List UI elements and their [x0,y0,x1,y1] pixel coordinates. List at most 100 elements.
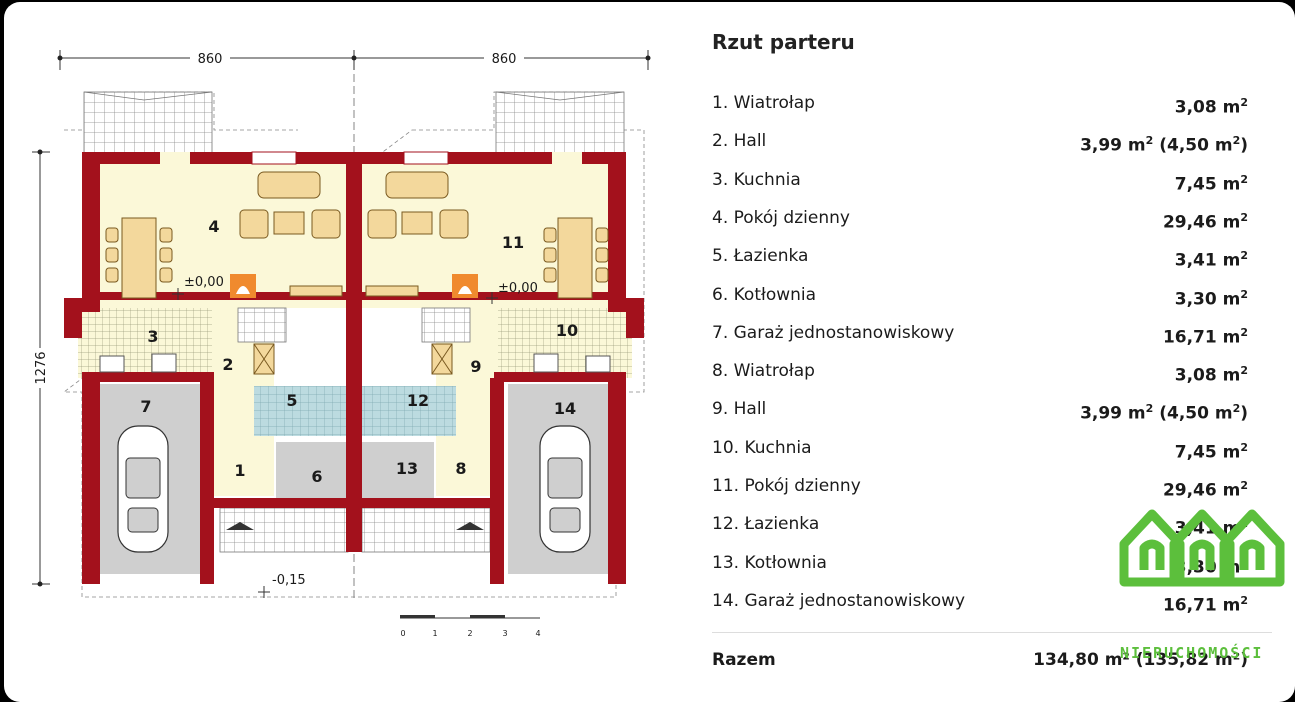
room-row: 6. Kotłownia 3,30 m2 [712,276,1252,314]
house-logo-icon [1119,509,1285,587]
room-area: 3,08 m2 [1175,352,1248,395]
room-area-unit-exponent: 2 [1240,440,1248,454]
room-area: 3,30 m2 [1175,276,1248,319]
room-row: 5. Łazienka 3,41 m2 [712,237,1252,275]
room-row: 3. Kuchnia 7,45 m2 [712,161,1252,199]
room-area-extra-end: ) [1240,135,1248,156]
car-left-icon [117,425,169,553]
room-number: 7 [140,397,151,416]
room-area-extra: (4,50 m [1153,135,1233,156]
level-outside: -0,15 [272,573,306,588]
room-area-value: 3,30 m [1174,289,1241,310]
dimension-left: 860 [198,52,223,67]
room-name: 6. Kotłownia [712,284,817,305]
room-area: 3,99 m2 (4,50 m2) [1080,390,1248,433]
room-row: 7. Garaż jednostanowiskowy 16,71 m2 [712,314,1252,352]
room-name: 4. Pokój dzienny [712,207,850,228]
divider [712,632,1272,633]
scale-label: 4 [535,629,540,638]
room-area-unit-exponent: 2 [1240,287,1248,301]
kitchen-right [498,308,632,378]
room-name: 9. Hall [712,399,767,420]
furniture [105,171,609,299]
room-area-extra-end: ) [1240,404,1248,425]
room-number: 2 [222,355,233,374]
room-area-unit-exponent: 2 [1240,172,1248,186]
room-area-value: 29,46 m [1162,212,1241,233]
car-right-icon [539,425,591,553]
room-area-value: 3,41 m [1174,250,1241,271]
bath-right [362,386,456,436]
room-number: 8 [455,459,466,478]
room-area-unit-exponent: 2 [1240,249,1248,263]
room-area-value: 7,45 m [1174,442,1241,463]
room-area-unit-exponent: 2 [1240,364,1248,378]
room-name: 11. Pokój dzienny [712,476,861,496]
dimension-height: 1276 [34,351,49,384]
room-row: 8. Wiatrołap 3,08 m2 [712,352,1252,390]
total-label: Razem [712,650,776,670]
scale-label: 1 [432,629,437,638]
room-name: 1. Wiatrołap [712,93,815,113]
room-number: 9 [470,357,481,376]
room-row: 4. Pokój dzienny 29,46 m2 [712,199,1252,237]
table-title: Rzut parteru [712,30,855,54]
level-right: ±0,00 [498,281,538,296]
total-value: 134,80 m² (135,82 m²) [1033,650,1248,670]
floor-plan-drawing: 860 860 1276 [32,50,651,638]
room-area-value: 29,46 m [1162,480,1241,501]
room-area-unit-exponent: 2 [1240,210,1248,224]
room-name: 2. Hall [712,131,767,152]
room-name: 3. Kuchnia [712,169,801,190]
dimension-right: 860 [492,52,517,67]
room-number: 1 [234,461,245,480]
stairs-right [421,307,471,343]
scale-label: 2 [467,629,472,638]
room-name: 7. Garaż jednostanowiskowy [712,322,955,343]
room-area-extra: (4,50 m [1153,404,1233,425]
kitchen-left [78,308,212,378]
room-area-unit-exponent: 2 [1240,96,1248,109]
room-row: 1. Wiatrołap 3,08 m2 [712,84,1252,122]
room-area-value: 7,45 m [1174,174,1241,195]
room-number: 5 [286,391,297,410]
room-area-unit-exponent: 2 [1240,593,1248,607]
room-area: 29,46 m2 [1163,467,1248,510]
walls [64,152,644,584]
room-area: 3,08 m2 [1175,84,1248,127]
boiler-right [362,442,434,498]
watermark-text: NIERUCHOMOŚCI [1120,644,1264,662]
content-card: 860 860 1276 [4,2,1295,702]
room-area-value: 16,71 m [1162,327,1241,348]
terrace-left [83,91,213,157]
room-area: 16,71 m2 [1163,582,1248,625]
room-area-unit-exponent: 2 [1145,402,1154,416]
floor-plan: 860 860 1276 [4,2,694,681]
room-name: 12. Łazienka [712,514,820,535]
room-area-value: 3,99 m [1080,135,1146,156]
room-name: 5. Łazienka [712,246,809,267]
room-labels: 1 2 3 4 5 6 7 8 9 10 11 12 13 14 [140,217,578,486]
room-name: 13. Kotłownia [712,552,827,573]
terrace-right [495,91,625,157]
bath-left [254,386,348,436]
room-number: 14 [554,399,576,418]
room-number: 10 [556,321,578,340]
level-left: ±0,00 [184,275,224,290]
scale-label: 3 [502,629,507,638]
room-number: 12 [407,391,429,410]
room-number: 6 [311,467,322,486]
room-area-value: 3,08 m [1174,97,1241,118]
room-name: 8. Wiatrołap [712,361,815,382]
room-area-value: 16,71 m [1162,595,1241,616]
room-area-value: 3,08 m [1174,365,1241,386]
room-area: 3,41 m2 [1175,237,1248,280]
stairs-left [237,307,287,343]
room-number: 13 [396,459,418,478]
room-area-unit-exponent: 2 [1240,325,1248,339]
room-area-unit-exponent: 2 [1145,134,1154,148]
room-area: 7,45 m2 [1175,429,1248,472]
room-name: 10. Kuchnia [712,437,812,458]
